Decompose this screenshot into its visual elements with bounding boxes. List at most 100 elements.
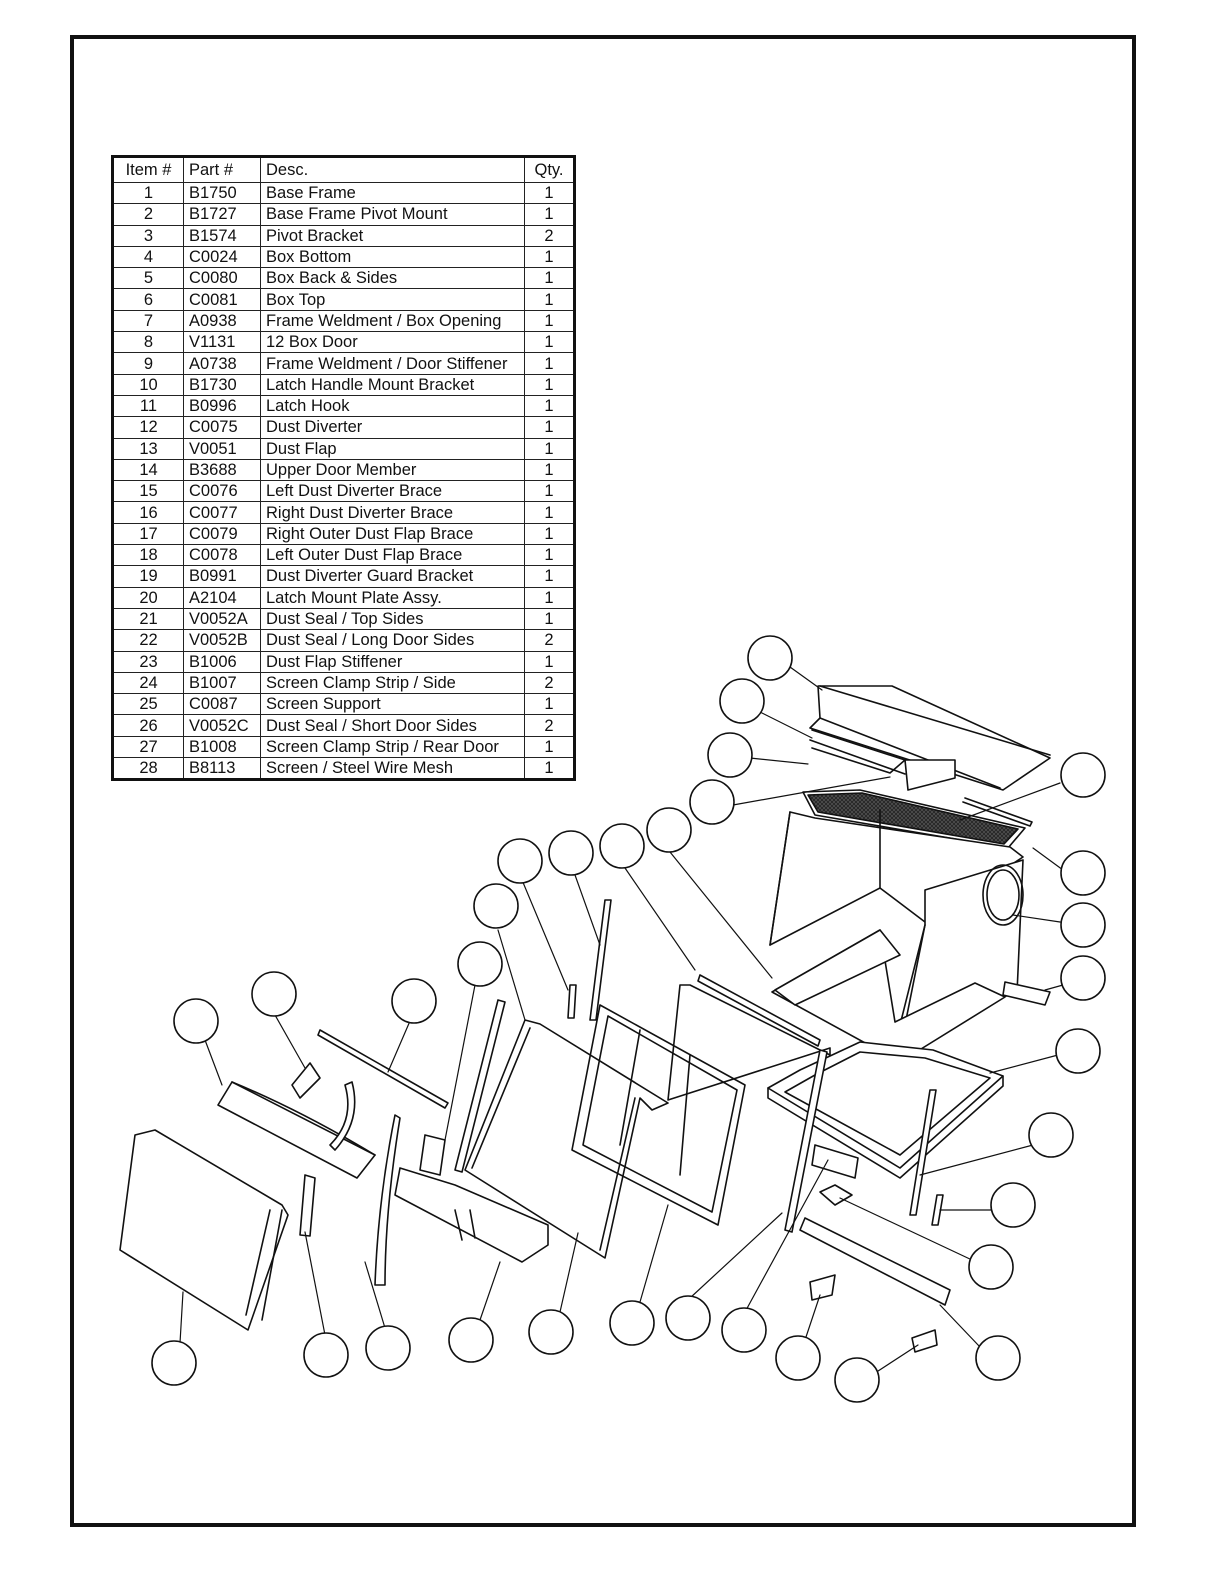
cell-description: Screen Clamp Strip / Rear Door xyxy=(260,735,525,759)
callout-balloon xyxy=(251,971,297,1017)
cell-part-number: B0996 xyxy=(183,394,261,418)
cell-part-number: C0087 xyxy=(183,693,261,716)
callout-balloon xyxy=(747,635,793,681)
callout-balloon xyxy=(599,823,645,869)
cell-part-number: B1008 xyxy=(183,735,261,759)
header-description: Desc. xyxy=(260,156,525,183)
callout-balloon xyxy=(473,883,519,929)
cell-description: Right Outer Dust Flap Brace xyxy=(260,522,525,546)
cell-description: Screen Clamp Strip / Side xyxy=(260,671,525,695)
cell-item-number: 23 xyxy=(112,650,184,673)
callout-balloon xyxy=(151,1340,197,1386)
header-item-number: Item # xyxy=(112,156,184,183)
cell-description: Screen Support xyxy=(260,693,525,716)
callout-balloon xyxy=(646,807,692,853)
cell-item-number: 18 xyxy=(112,544,184,567)
callout-balloon xyxy=(1060,955,1106,1001)
cell-description: Frame Weldment / Door Stiffener xyxy=(260,352,525,375)
header-part-number: Part # xyxy=(183,156,261,183)
callout-balloon xyxy=(457,941,503,987)
cell-description: Dust Diverter Guard Bracket xyxy=(260,565,525,588)
cell-part-number: B8113 xyxy=(183,757,261,781)
cell-part-number: C0075 xyxy=(183,416,261,439)
cell-description: Dust Seal / Long Door Sides xyxy=(260,629,525,652)
cell-item-number: 17 xyxy=(112,522,184,546)
cell-description: Dust Seal / Top Sides xyxy=(260,607,525,631)
cell-description: Box Back & Sides xyxy=(260,267,525,290)
box-back-and-sides-part xyxy=(769,809,1024,1026)
callout-balloon xyxy=(609,1300,655,1346)
callout-balloon xyxy=(990,1182,1036,1228)
screen-mesh-part xyxy=(802,789,1033,849)
base-frame-pivot-mount-part xyxy=(394,1167,549,1263)
cell-item-number: 15 xyxy=(112,480,184,503)
cell-quantity: 1 xyxy=(524,757,575,781)
callout-balloon xyxy=(968,1244,1014,1290)
cell-part-number: B1574 xyxy=(183,224,261,247)
callout-balloon xyxy=(548,830,594,876)
callout-balloon xyxy=(365,1325,411,1371)
callout-balloon xyxy=(173,998,219,1044)
cell-item-number: 11 xyxy=(112,394,184,418)
cell-description: Upper Door Member xyxy=(260,458,525,482)
cell-part-number: A0738 xyxy=(183,352,261,375)
cell-description: Dust Flap Stiffener xyxy=(260,650,525,673)
cell-item-number: 26 xyxy=(112,714,184,737)
callout-balloon xyxy=(528,1309,574,1355)
cell-part-number: B3688 xyxy=(183,458,261,482)
cell-item-number: 10 xyxy=(112,373,184,396)
callout-balloon xyxy=(834,1357,880,1403)
cell-item-number: 19 xyxy=(112,565,184,588)
callout-balloon xyxy=(1028,1112,1074,1158)
cell-quantity: 2 xyxy=(524,671,575,695)
cell-quantity: 1 xyxy=(524,394,575,418)
callout-balloons xyxy=(151,635,1106,1403)
box-door-part xyxy=(571,1004,746,1226)
callout-balloon xyxy=(1060,902,1106,948)
opening-frame-weldment-part xyxy=(667,974,831,1101)
callout-balloon xyxy=(448,1317,494,1363)
cell-description: Base Frame Pivot Mount xyxy=(260,203,525,226)
page-border xyxy=(70,35,1136,1527)
callout-balloon xyxy=(1060,752,1106,798)
cell-description: Right Dust Diverter Brace xyxy=(260,501,525,524)
callout-balloon xyxy=(975,1335,1021,1381)
cell-quantity: 1 xyxy=(524,735,575,759)
small-parts-group xyxy=(291,899,1051,1353)
callout-leader-lines xyxy=(179,666,1064,1374)
table-header-row: Item # Part # Desc. Qty. xyxy=(112,156,575,183)
callout-balloon xyxy=(707,732,753,778)
box-top-part xyxy=(809,685,1051,791)
cell-item-number: 28 xyxy=(112,757,184,781)
callout-balloon xyxy=(775,1335,821,1381)
cell-part-number: V1131 xyxy=(183,331,261,354)
cell-part-number: C0078 xyxy=(183,544,261,567)
callout-balloon xyxy=(1055,1028,1101,1074)
cell-part-number: C0024 xyxy=(183,245,261,269)
callout-balloon xyxy=(1060,850,1106,896)
cell-description: Box Top xyxy=(260,288,525,311)
cell-part-number: C0076 xyxy=(183,480,261,503)
callout-balloon xyxy=(497,838,543,884)
